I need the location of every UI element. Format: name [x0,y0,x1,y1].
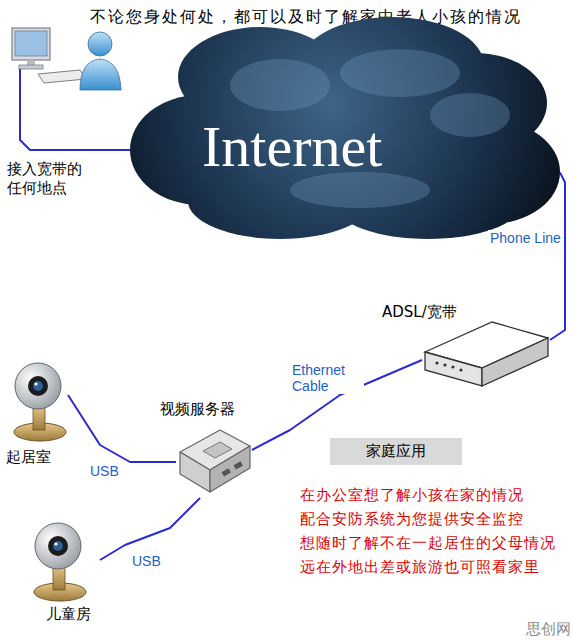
note-text: 远在外地出差或旅游也可照看家里 [300,558,540,577]
video-server-icon-part [222,468,231,476]
edge-label: Ethernet Cable [290,362,364,394]
connector-line [550,173,565,341]
person-icon-part [88,32,112,56]
person-icon [80,32,121,90]
edge-label: Phone Line [488,230,563,246]
cloud-highlight-part [430,93,510,137]
node-label: 接入宽带的 任何地点 [7,160,89,198]
node-label: 儿童房 [46,605,91,624]
video-server-icon [180,430,250,492]
note-text: 在办公室想了解小孩在家的情况 [300,486,524,505]
connector-line [252,360,422,450]
computer-icon-part [15,31,47,56]
computer-icon-part [19,69,21,90]
adsl-modem-icon-part [482,338,548,386]
camera-icon-part [35,523,81,569]
cloud-highlight-part [230,59,330,111]
adsl-modem-icon-part [443,363,446,366]
computer-icon-part [19,65,43,69]
adsl-modem-icon-part [435,361,438,364]
computer-icon-part [12,28,50,60]
edge-label: USB [130,553,163,569]
camera-icon-part [48,536,68,556]
adsl-modem-icon-part [451,365,454,368]
camera-icon [14,363,66,441]
computer-icon-part [27,60,35,65]
camera-icon-part [54,542,57,545]
camera-icon-part [34,382,37,385]
category-box: 家庭应用 [330,438,462,465]
connector [20,90,130,150]
person-icon-part [80,59,121,90]
connector [550,173,565,341]
camera-node: 起居室 [8,360,68,468]
adsl-modem-icon [425,322,548,386]
adsl-modem: ADSL/宽带 [422,300,550,392]
video-server: 视频服务器 [176,400,252,498]
camera-icon-part [15,363,61,409]
note-text: 配合安防系统为您提供安全监控 [300,510,524,529]
note-text: 想随时了解不在一起居住的父母情况 [300,534,556,553]
connector-line [100,498,200,560]
connector [100,498,200,560]
computer-icon-part [38,70,86,83]
watermark: 思创网 [526,620,571,638]
diagram-title: 不论您身处何处，都可以及时了解家中老人小孩的情况 [90,7,522,27]
internet-cloud: Internet [130,15,560,240]
edge-label: USB [88,463,121,479]
cloud-highlight-part [340,49,460,97]
connector [252,360,422,450]
camera-icon-part [33,381,43,391]
camera-node: 儿童房 [28,520,100,625]
connector [68,395,176,462]
connector-line [68,395,176,462]
video-server-icon-part [180,452,210,492]
node-label: 起居室 [6,448,51,467]
node-label: 视频服务器 [160,400,235,419]
node-label: 家庭应用 [366,442,426,461]
camera-icon [34,523,86,601]
cloud-body [130,17,560,239]
adsl-modem-icon-part [425,352,482,386]
video-server-icon-part [234,461,243,469]
cloud-label: Internet [202,115,382,179]
computer-icon [12,28,86,90]
camera-icon-part [53,541,63,551]
camera-icon-part [28,376,48,396]
adsl-modem-icon-part [459,368,462,371]
remote-user: 接入宽带的 任何地点 [5,22,125,90]
node-label: ADSL/宽带 [382,303,457,322]
connector-line [20,90,130,150]
video-server-icon-part [203,442,232,458]
